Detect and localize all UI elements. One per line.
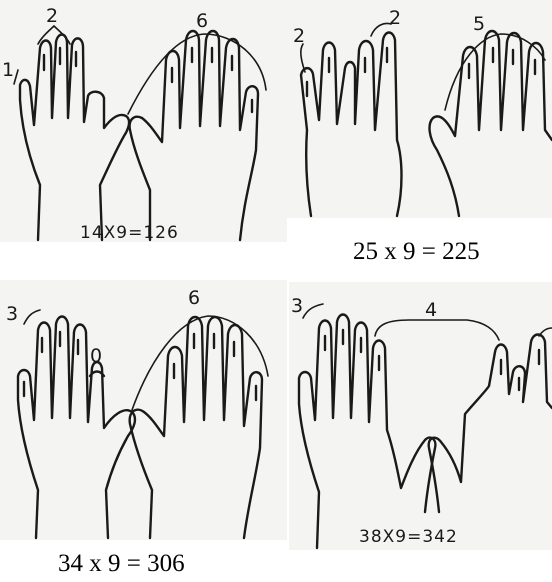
panel-14x9: 1 2 6 14X9=126 bbox=[0, 0, 287, 242]
left-count-label: 3 bbox=[6, 303, 18, 325]
hands-illustration: 3 0 6 bbox=[0, 280, 287, 540]
caption-34x9: 34 x 9 = 306 bbox=[58, 550, 185, 578]
panel-25x9: 2 2 5 bbox=[287, 0, 552, 218]
caption-25x9: 25 x 9 = 225 bbox=[353, 238, 480, 266]
equation-label: 38X9=342 bbox=[359, 527, 458, 547]
hands-illustration: 3 4 38X9=342 bbox=[289, 282, 552, 550]
panel-34x9: 3 0 6 bbox=[0, 280, 287, 540]
equation-label: 14X9=126 bbox=[80, 223, 179, 242]
middle-count-label: 4 bbox=[425, 299, 437, 321]
middle-count-label: 2 bbox=[46, 5, 58, 27]
left-count-label: 3 bbox=[291, 295, 303, 317]
middle-count-label: 2 bbox=[389, 7, 401, 29]
panel-38x9: 3 4 38X9=342 bbox=[289, 282, 552, 550]
right-count-label: 5 bbox=[473, 13, 485, 35]
left-count-label: 1 bbox=[2, 59, 14, 81]
right-count-label: 6 bbox=[196, 10, 208, 32]
hands-illustration: 2 2 5 bbox=[287, 0, 552, 218]
left-count-label: 2 bbox=[293, 25, 305, 47]
right-count-label: 6 bbox=[188, 287, 200, 309]
folded-count-label: 0 bbox=[90, 345, 102, 367]
hands-illustration: 1 2 6 14X9=126 bbox=[0, 0, 287, 242]
